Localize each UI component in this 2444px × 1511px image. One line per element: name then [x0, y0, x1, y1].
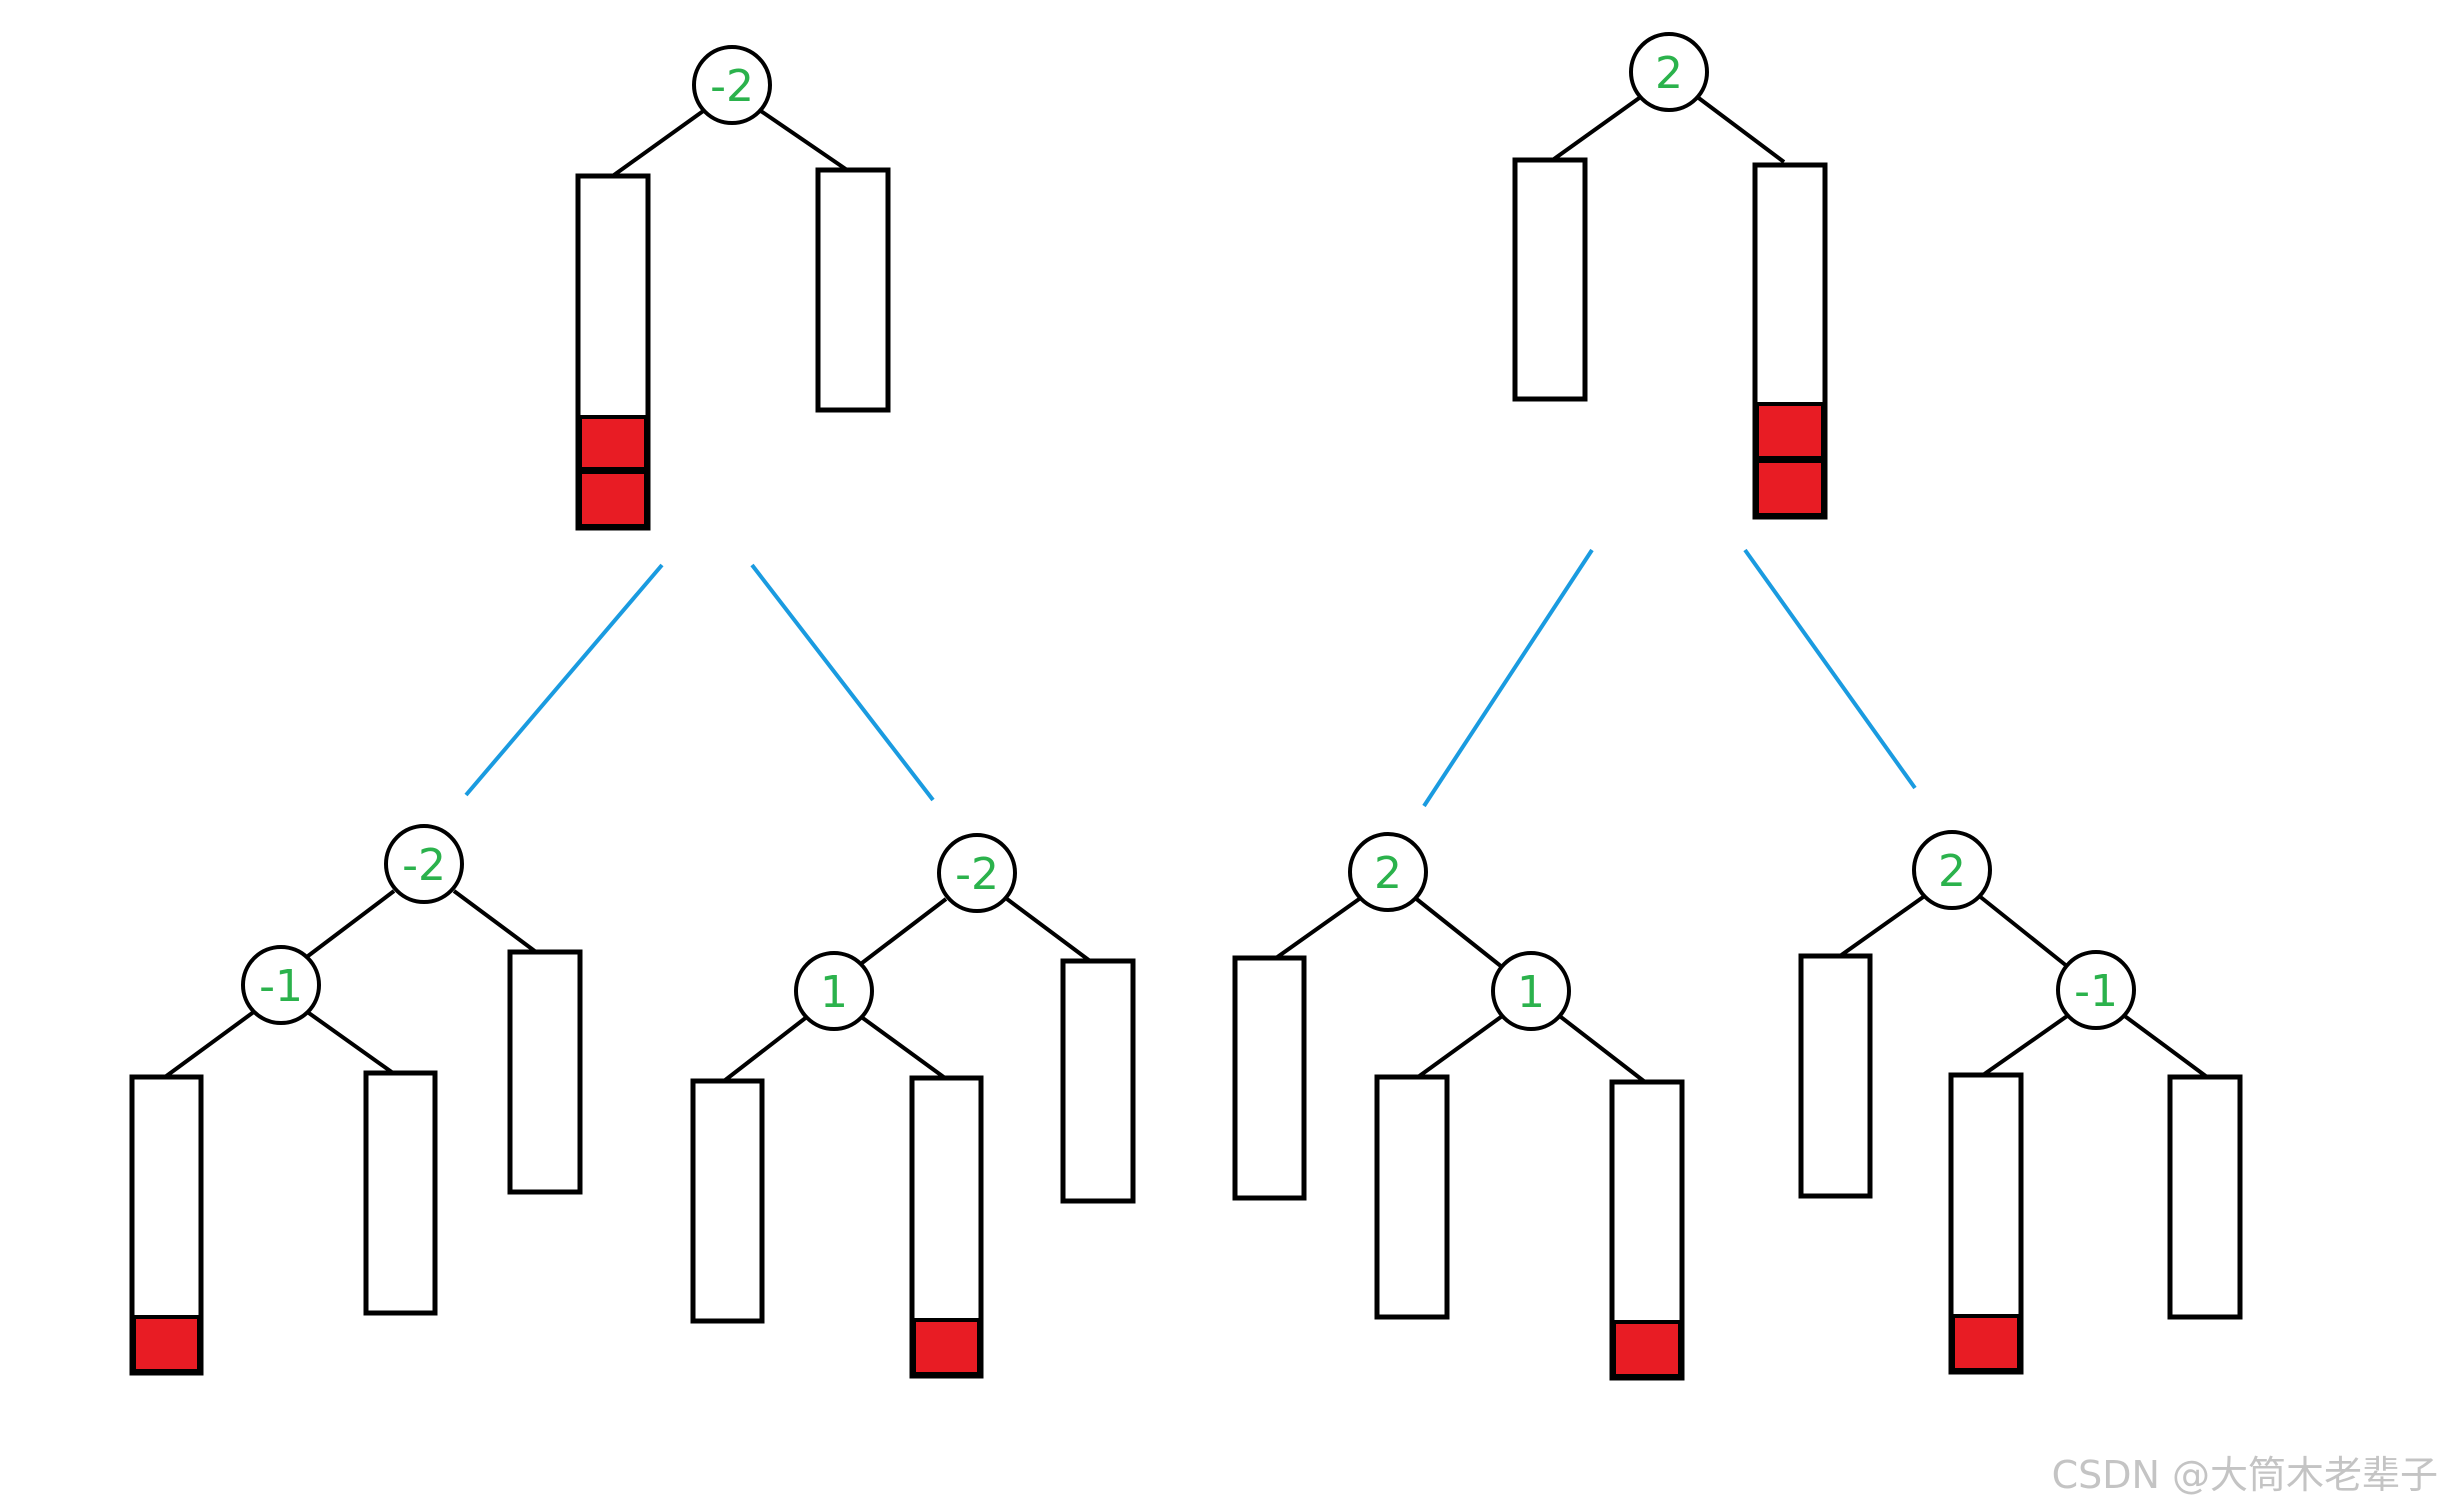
- node-balance-label: -1: [259, 961, 303, 1012]
- branch-line: [464, 563, 664, 797]
- edge: [860, 897, 948, 965]
- right-subtree: [1752, 162, 1828, 520]
- edge: [1416, 1012, 1507, 1079]
- left-subtree: [575, 173, 651, 531]
- edge: [1274, 895, 1364, 960]
- node-balance-label: 2: [1938, 846, 1966, 897]
- edge: [1981, 1012, 2072, 1077]
- right-left-subtree: [1948, 1072, 2024, 1375]
- case-rr-tree: 2 1: [1232, 832, 1685, 1381]
- root-node: 2: [1912, 830, 1992, 910]
- left-left-subtree: [690, 1078, 765, 1324]
- edge: [1976, 893, 2070, 969]
- edge: [1555, 1012, 1647, 1084]
- branch-line: [1422, 548, 1594, 808]
- root-node: -2: [692, 45, 772, 125]
- node-balance-label: -2: [710, 61, 754, 112]
- edge: [722, 1014, 810, 1083]
- right-right-subtree: [2167, 1074, 2243, 1320]
- right-subtree: [815, 167, 891, 413]
- node-balance-label: 2: [1655, 48, 1683, 99]
- inserted-block: [1612, 1320, 1682, 1378]
- right-left-subtree: [1374, 1074, 1450, 1320]
- node-balance-label: -2: [402, 840, 446, 891]
- left-right-subtree: [909, 1075, 984, 1379]
- edge: [1005, 897, 1092, 963]
- edge: [2120, 1012, 2209, 1079]
- right-subtree: [1060, 958, 1136, 1204]
- inserted-block: [132, 1315, 201, 1373]
- edge: [1412, 895, 1504, 969]
- root-node: 2: [1629, 32, 1709, 112]
- inserted-block: [1755, 402, 1825, 460]
- edge: [304, 1009, 395, 1075]
- child-node: 1: [1491, 951, 1571, 1031]
- edge: [756, 107, 852, 174]
- left-right-subtree: [363, 1070, 438, 1316]
- root-node: 2: [1348, 832, 1428, 912]
- node-balance-label: 1: [820, 967, 848, 1018]
- branch-line: [1743, 548, 1917, 790]
- node-balance-label: -1: [2074, 966, 2118, 1017]
- edge: [612, 107, 708, 177]
- inserted-block: [578, 470, 648, 528]
- node-balance-label: 2: [1374, 848, 1402, 899]
- edge: [1694, 94, 1786, 164]
- case-ll-tree: -2 -1: [129, 824, 583, 1376]
- child-node: -1: [2056, 950, 2136, 1030]
- watermark: CSDN @大筒木老辈子: [2051, 1453, 2438, 1497]
- right-subtree: [507, 949, 583, 1195]
- edge: [163, 1009, 257, 1079]
- left-subtree: [1232, 955, 1307, 1201]
- child-node: 1: [794, 951, 874, 1031]
- inserted-block: [912, 1318, 981, 1376]
- right-right-subtree: [1609, 1079, 1685, 1381]
- edge: [858, 1014, 947, 1080]
- edge: [1838, 893, 1928, 958]
- inserted-block: [1951, 1314, 2021, 1372]
- left-subtree: [1798, 953, 1873, 1199]
- case-lr-tree: -2 1: [690, 833, 1136, 1379]
- top-right-tree: 2: [1512, 32, 1828, 520]
- node-balance-label: -2: [955, 849, 999, 900]
- inserted-block: [1755, 459, 1825, 517]
- edge: [306, 889, 396, 958]
- edge: [452, 889, 538, 954]
- top-left-tree: -2: [575, 45, 891, 531]
- node-balance-label: 1: [1517, 967, 1545, 1018]
- edge: [1552, 94, 1644, 161]
- root-node: -2: [937, 833, 1017, 913]
- branch-line: [750, 563, 935, 802]
- left-left-subtree: [129, 1074, 204, 1376]
- root-node: -2: [384, 824, 464, 904]
- case-branches: [464, 548, 1917, 808]
- child-node: -1: [241, 945, 321, 1025]
- left-subtree: [1512, 157, 1588, 402]
- case-rl-tree: 2 -1: [1798, 830, 2243, 1375]
- inserted-block: [578, 415, 648, 471]
